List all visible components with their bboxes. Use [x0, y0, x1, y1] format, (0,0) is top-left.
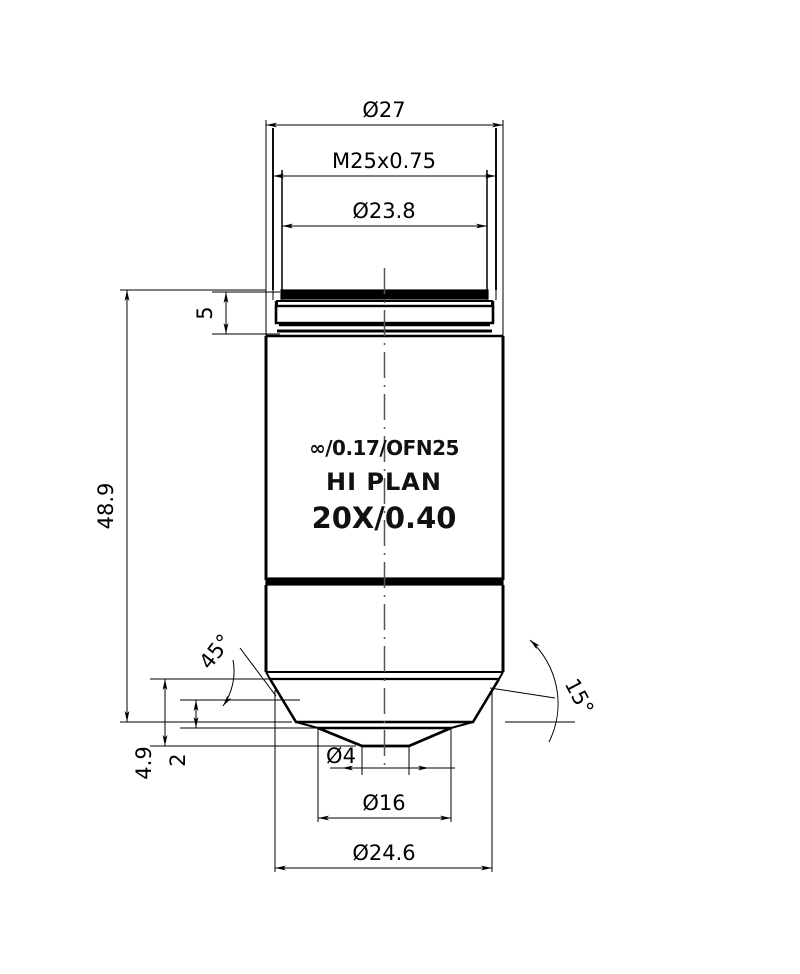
dim-label-front-aperture-diameter: Ø4: [326, 744, 356, 768]
dim-thread-minor-diameter: Ø23.8: [281, 199, 488, 300]
engraving-line-optical-spec: ∞/0.17/OFN25: [309, 436, 459, 460]
dim-label-chamfer-angle-left: 45°: [195, 630, 237, 674]
dim-label-thread-spec: M25x0.75: [332, 149, 436, 173]
dim-label-outer-diameter: Ø27: [362, 98, 405, 122]
dim-label-front-lens-mount-diameter: Ø16: [362, 791, 405, 815]
dim-outer-diameter: Ø27: [265, 98, 504, 338]
dim-label-cone-angle-right: 15°: [560, 675, 599, 719]
dim-label-barrel-bottom-diameter: Ø24.6: [352, 841, 415, 865]
dim-cone-angle-right: 15°: [489, 639, 599, 743]
dim-label-front-lens-offset: 2: [166, 753, 190, 766]
engraving-line-magnification-na: 20X/0.40: [312, 501, 457, 535]
dim-front-lens-offset: 2: [166, 699, 320, 767]
dim-thread-length: 5: [193, 291, 280, 335]
dim-overall-length: 48.9: [94, 289, 292, 723]
dim-front-aperture-diameter: Ø4: [326, 744, 455, 775]
objective-body-geometry: [264, 128, 505, 772]
dimension-annotation-layer: Ø27 M25x0.75 Ø23.8 5 48.9: [94, 98, 599, 872]
dim-label-thread-length: 5: [193, 306, 217, 319]
dim-barrel-bottom-diameter: Ø24.6: [274, 690, 493, 872]
dim-front-offset: 4.9: [132, 678, 356, 780]
dim-label-front-offset: 4.9: [132, 746, 156, 779]
barrel-engraving-group: ∞/0.17/OFN25 HI PLAN 20X/0.40: [309, 436, 459, 535]
dim-label-thread-minor-diameter: Ø23.8: [352, 199, 415, 223]
dim-thread-spec: M25x0.75: [272, 149, 497, 300]
dim-chamfer-angle-left: 45°: [195, 630, 277, 707]
engraving-line-series-name: HI PLAN: [326, 468, 442, 496]
dim-front-lens-mount-diameter: Ø16: [317, 728, 452, 822]
dim-label-overall-length: 48.9: [94, 483, 118, 530]
